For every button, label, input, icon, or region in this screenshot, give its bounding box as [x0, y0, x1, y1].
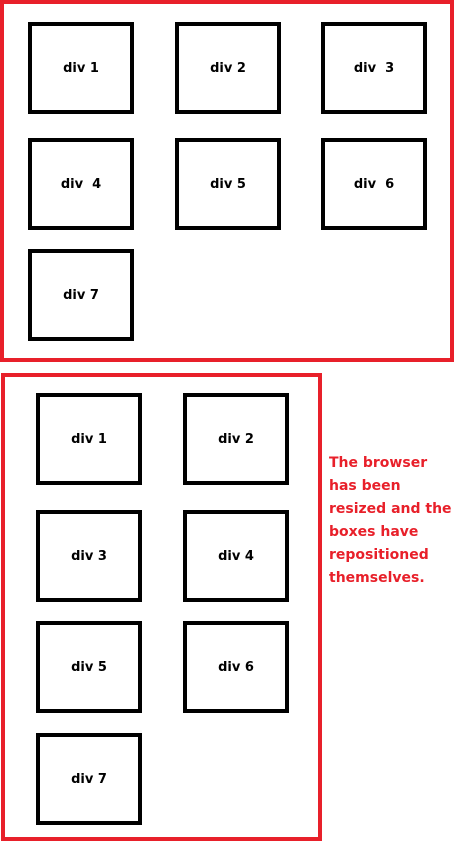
div-box-5: div 5 [36, 621, 142, 713]
div-box-label: div 6 [353, 176, 395, 192]
div-box-label: div 2 [218, 431, 254, 447]
div-box-label: div 5 [71, 659, 107, 675]
div-box-7: div 7 [36, 733, 142, 825]
div-box-6: div 6 [183, 621, 289, 713]
div-box-label: div 1 [71, 431, 107, 447]
div-box-6: div 6 [321, 138, 427, 230]
div-box-label: div 2 [210, 60, 246, 76]
resize-caption: The browser has been resized and the box… [329, 455, 452, 586]
div-box-label: div 3 [353, 60, 395, 76]
wide-layout-panel: div 1 div 2 div 3 div 4 div 5 div 6 div … [0, 0, 454, 362]
div-box-label: div 4 [60, 176, 102, 192]
div-box-label: div 6 [218, 659, 254, 675]
div-box-5: div 5 [175, 138, 281, 230]
div-box-label: div 4 [218, 548, 254, 564]
div-box-2: div 2 [175, 22, 281, 114]
div-box-3: div 3 [321, 22, 427, 114]
div-box-label: div 7 [63, 287, 99, 303]
div-box-label: div 5 [210, 176, 246, 192]
div-box-7: div 7 [28, 249, 134, 341]
div-box-1: div 1 [28, 22, 134, 114]
div-box-4: div 4 [183, 510, 289, 602]
div-box-label: div 3 [71, 548, 107, 564]
div-box-4: div 4 [28, 138, 134, 230]
div-box-label: div 7 [71, 771, 107, 787]
div-box-2: div 2 [183, 393, 289, 485]
narrow-layout-panel: div 1 div 2 div 3 div 4 div 5 div 6 div … [1, 373, 322, 841]
div-box-label: div 1 [63, 60, 99, 76]
div-box-3: div 3 [36, 510, 142, 602]
div-box-1: div 1 [36, 393, 142, 485]
